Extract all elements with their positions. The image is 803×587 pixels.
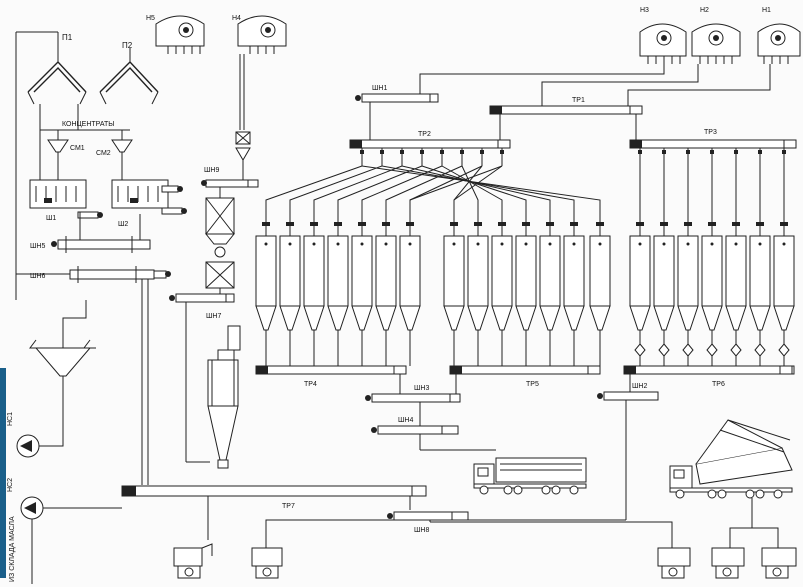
- label-source: ИЗ СКЛАДА МАСЛА: [9, 516, 16, 582]
- bunker-p1: [16, 32, 86, 104]
- silo: [328, 222, 348, 366]
- screw-conveyor-shn5: [51, 212, 150, 253]
- conveyor-tr5: [450, 366, 600, 374]
- silo: [516, 222, 536, 366]
- conveyor-tr3: [630, 140, 796, 148]
- label-n5: Н5: [146, 15, 155, 22]
- screw-conveyor-shn2: [597, 374, 658, 520]
- accent-bar: [0, 368, 6, 578]
- label-tr4: ТР4: [304, 381, 317, 388]
- motor-sh1: [78, 212, 103, 218]
- label-tr3: ТР3: [704, 129, 717, 136]
- bunker-p2: [100, 48, 158, 104]
- conveyor-tr7: [122, 486, 426, 540]
- label-tr5: ТР5: [526, 381, 539, 388]
- label-shn5: ШН5: [30, 243, 45, 250]
- label-n2: Н2: [700, 7, 709, 14]
- label-tr1: ТР1: [572, 97, 585, 104]
- label-p2: П2: [122, 41, 133, 50]
- receiver-5: [762, 548, 796, 578]
- settler-tank: [30, 300, 96, 428]
- mixer-sm1: [48, 130, 68, 180]
- label-n1: Н1: [762, 7, 771, 14]
- label-sm2: СМ2: [96, 150, 111, 157]
- line-n1: [628, 64, 770, 106]
- cyclone: [208, 326, 240, 468]
- receiver-4: [712, 548, 744, 578]
- silo: [444, 222, 464, 366]
- pump-ns2: [16, 300, 122, 519]
- label-shn2: ШН2: [632, 383, 647, 390]
- label-shn1: ШН1: [372, 85, 387, 92]
- label-shn4: ШН4: [398, 417, 413, 424]
- label-concentrates: КОНЦЕНТРАТЫ: [62, 121, 114, 128]
- screw-conveyor-shn3: [365, 374, 460, 402]
- label-sh1: Ш1: [46, 215, 56, 222]
- pump-ns1: [17, 428, 63, 457]
- unit-sh2: [112, 180, 168, 208]
- tanker-truck: [474, 458, 586, 494]
- motor-sh2: [162, 208, 187, 214]
- silo: [304, 222, 324, 366]
- silo: [468, 222, 488, 366]
- pump-n4: [238, 16, 286, 54]
- silo-bank-right: [630, 222, 794, 366]
- silo: [540, 222, 560, 366]
- processing-column: [206, 187, 234, 288]
- label-ns1: НС1: [7, 412, 14, 426]
- label-p1: П1: [62, 33, 73, 42]
- receiver-2: [252, 548, 282, 578]
- label-shn9: ШН9: [204, 167, 219, 174]
- label-shn3: ШН3: [414, 385, 429, 392]
- dump-truck-outlet: [730, 498, 778, 548]
- silo: [376, 222, 396, 366]
- silo: [492, 222, 512, 366]
- silo-bank-left: [256, 222, 420, 366]
- pump-n3: [640, 24, 686, 64]
- label-sh2: Ш2: [118, 221, 128, 228]
- unit-sh1: [30, 180, 86, 208]
- silo: [590, 222, 610, 366]
- label-sm1: СМ1: [70, 145, 85, 152]
- mixer-sm2: [112, 130, 132, 180]
- dump-truck: [670, 420, 792, 498]
- silo: [564, 222, 584, 366]
- label-tr2: ТР2: [418, 131, 431, 138]
- label-tr6: ТР6: [712, 381, 725, 388]
- screw-conveyor-shn4: [371, 402, 496, 450]
- motor-sh2b: [162, 186, 183, 192]
- receiver-1: [174, 544, 212, 578]
- conveyor-tr2: [350, 140, 510, 148]
- silo: [400, 222, 420, 366]
- label-shn6: ШН6: [30, 273, 45, 280]
- pump-n2: [692, 24, 740, 64]
- label-ns2: НС2: [7, 478, 14, 492]
- conveyor-tr6: [624, 366, 794, 374]
- tr3-distribution-lines: [638, 148, 786, 222]
- receiver-3: [658, 548, 690, 578]
- conveyor-tr1: [490, 106, 642, 140]
- pump-n5: [156, 16, 204, 54]
- pump-n1: [758, 24, 800, 64]
- silo-bank-middle: [444, 222, 610, 366]
- silo: [352, 222, 372, 366]
- label-n4: Н4: [232, 15, 241, 22]
- label-n3: Н3: [640, 7, 649, 14]
- tr2-distribution-lines: [266, 148, 600, 222]
- valve-n4: [236, 132, 250, 160]
- line-n2: [542, 64, 698, 106]
- silo: [256, 222, 276, 366]
- label-tr7: ТР7: [282, 503, 295, 510]
- label-shn7: ШН7: [206, 313, 221, 320]
- conveyor-tr4: [256, 366, 406, 374]
- silo: [280, 222, 300, 366]
- screw-conveyor-shn8: [266, 512, 672, 548]
- label-shn8: ШН8: [414, 527, 429, 534]
